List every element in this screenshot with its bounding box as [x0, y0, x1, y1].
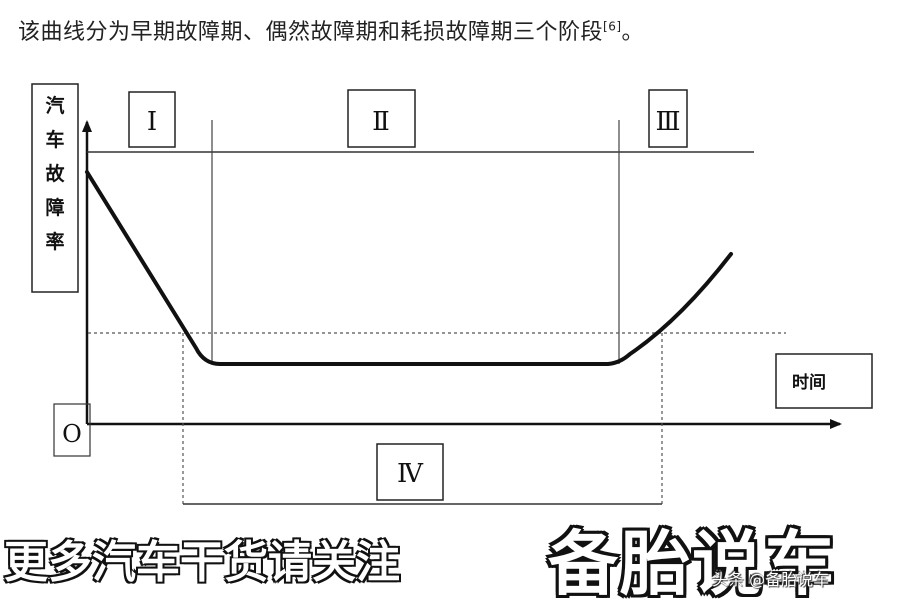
watermark: 头条 @备胎说车 — [712, 570, 830, 589]
y-axis-label: 汽 车 故 障 率 — [45, 94, 65, 253]
y-axis-label-char: 车 — [45, 128, 64, 151]
brand-name: 备胎说车 — [548, 523, 836, 605]
y-axis-label-char: 率 — [45, 230, 64, 253]
x-axis-label-box — [775, 353, 873, 409]
phase-2-label-box — [347, 89, 416, 148]
origin-label: O — [62, 420, 82, 448]
origin-label-box — [53, 403, 91, 457]
y-axis-label-char: 汽 — [45, 94, 64, 117]
span-label: Ⅳ — [397, 459, 424, 489]
bathtub-curve — [85, 170, 733, 366]
caption-period: 。 — [621, 20, 645, 45]
phase-1-label-box — [128, 91, 176, 148]
caption-text: 该曲线分为早期故障期、偶然故障期和耗损故障期三个阶段 — [18, 20, 604, 45]
phase-2-label: Ⅱ — [372, 107, 390, 137]
phase-3-label: Ⅲ — [655, 107, 680, 137]
y-axis-label-char: 故 — [45, 162, 65, 185]
x-axis-label: 时间 — [792, 372, 826, 393]
y-axis-label-char: 障 — [45, 196, 64, 219]
y-axis-label-box — [31, 83, 79, 293]
span-label-box — [376, 443, 444, 501]
promo-text: 更多汽车干货请关注 — [3, 536, 401, 589]
phase-3-label-box — [648, 89, 688, 148]
caption: 该曲线分为早期故障期、偶然故障期和耗损故障期三个阶段[6]。 — [18, 14, 644, 46]
caption-reference: [6] — [603, 19, 622, 34]
phase-1-label: Ⅰ — [147, 107, 157, 137]
promo-footer: 更多汽车干货请关注 备胎说车 — [0, 508, 900, 605]
